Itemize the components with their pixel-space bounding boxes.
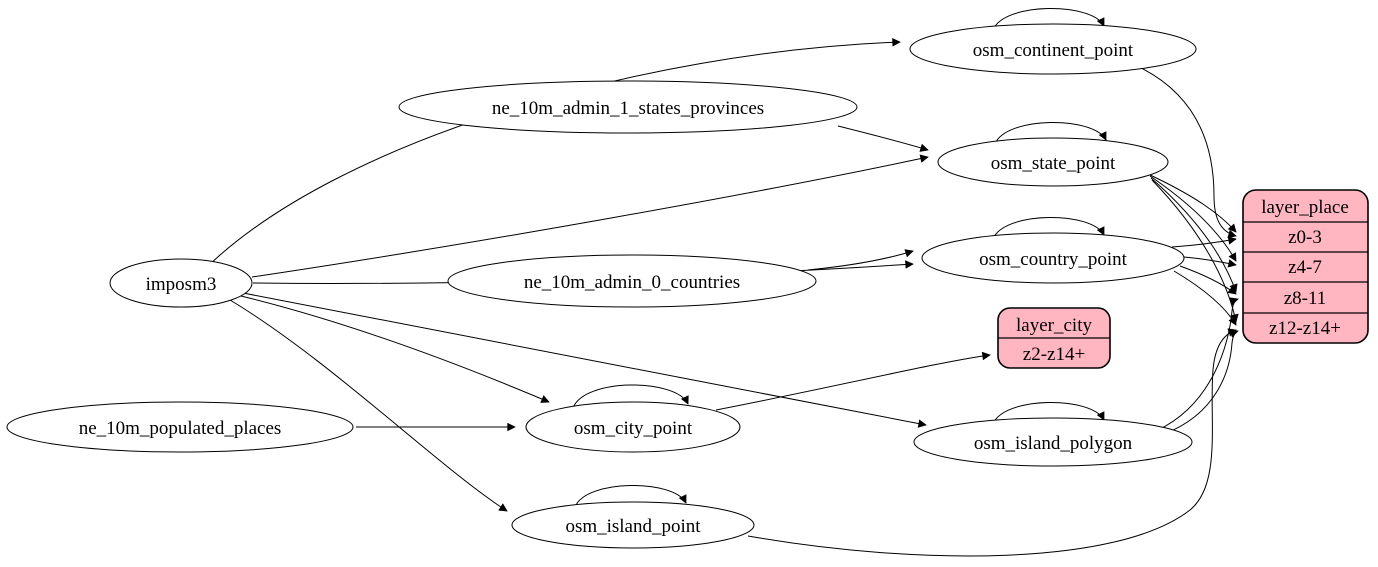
osm_state_point-shape: [937, 137, 1169, 187]
edge-osm_state_point-z12-z14: [1151, 179, 1239, 323]
edge-osm_state_point-z8-11: [1150, 177, 1238, 293]
node-osm_city_point: osm_city_point: [525, 401, 741, 453]
layer_city-row-z2-z14: z2-z14+: [1023, 344, 1085, 365]
imposm3-label: imposm3: [146, 274, 217, 295]
edge-osm_island_polygon-z12-z14: [1163, 329, 1239, 435]
edge-osm_country_point-z8-11: [1179, 265, 1237, 295]
ne_10m_populated_places-shape: [6, 401, 354, 453]
layer_place-row-z0-3: z0-3: [1288, 227, 1322, 248]
ne_10m_populated_places-label: ne_10m_populated_places: [79, 418, 282, 439]
layer_place-row-z12-z14: z12-z14+: [1269, 318, 1341, 339]
edge-osm_state_point-z4-7: [1149, 175, 1237, 262]
osm_continent_point-shape: [909, 23, 1197, 75]
osm_island_polygon-shape: [913, 417, 1193, 467]
edge-selfloop-osm_island_polygon: [992, 401, 1105, 425]
node-osm_island_point: osm_island_point: [511, 501, 755, 549]
edges-group: [207, 7, 1239, 557]
layer_city-title: layer_city: [1016, 315, 1092, 336]
ne_10m_admin_0_countries-shape: [447, 254, 817, 308]
node-ne_10m_admin_0_countries: ne_10m_admin_0_countries: [447, 254, 817, 308]
edge-osm_city_point-layer_city-z2: [715, 351, 991, 411]
osm_continent_point-label: osm_continent_point: [973, 40, 1134, 61]
osm_city_point-shape: [525, 401, 741, 453]
osm_island_point-label: osm_island_point: [565, 516, 701, 537]
edge-selfloop-osm_state_point: [994, 121, 1107, 145]
edge-imposm3-osm_island_polygon: [242, 292, 927, 428]
osm_island_point-shape: [511, 501, 755, 549]
osm_country_point-shape: [921, 232, 1185, 284]
node-ne_10m_populated_places: ne_10m_populated_places: [6, 401, 354, 453]
imposm3-shape: [109, 258, 253, 308]
edge-osm_island_point-z12-z14: [747, 328, 1237, 557]
ne_10m_admin_1_states_provinces-label: ne_10m_admin_1_states_provinces: [492, 98, 764, 119]
node-osm_state_point: osm_state_point: [937, 137, 1169, 187]
edge-osm_country_point-z4-7: [1183, 256, 1237, 268]
node-osm_country_point: osm_country_point: [921, 232, 1185, 284]
edge-imposm3-osm_city_point: [240, 295, 550, 403]
osm_state_point-label: osm_state_point: [991, 153, 1116, 174]
edge-selfloop-osm_country_point: [992, 216, 1105, 240]
edge-osm_country_point-z0-3: [1171, 236, 1237, 248]
edge-imposm3-osm_continent_point: [207, 38, 901, 267]
osm_city_point-label: osm_city_point: [574, 418, 693, 439]
ne_10m_admin_1_states_provinces-shape: [398, 80, 858, 134]
edge-selfloop-osm_continent_point: [992, 7, 1105, 31]
edge-osm_continent_point-z0-3: [1134, 64, 1237, 238]
node-layer_place: layer_place z0-3 z4-7 z8-11 z12-z14+: [1242, 189, 1369, 344]
node-imposm3: imposm3: [109, 258, 253, 308]
osm_island_polygon-label: osm_island_polygon: [974, 433, 1133, 454]
layer_place-row-z4-7: z4-7: [1288, 257, 1322, 278]
edge-ne_10m_admin_1_states_provinces-osm_state_point: [837, 125, 929, 152]
layer_place-row-z8-11: z8-11: [1284, 288, 1327, 309]
node-ne_10m_admin_1_states_provinces: ne_10m_admin_1_states_provinces: [398, 80, 858, 134]
layer_place-title: layer_place: [1261, 197, 1349, 218]
layer_place-shape: [1242, 189, 1369, 344]
node-osm_continent_point: osm_continent_point: [909, 23, 1197, 75]
edge-osm_island_polygon-z8-11: [1157, 297, 1239, 431]
edge-osm_state_point-z0-3: [1147, 173, 1237, 233]
edge-osm_country_point-z12-z14: [1173, 270, 1237, 326]
ne_10m_admin_0_countries-label: ne_10m_admin_0_countries: [524, 272, 740, 293]
edge-selfloop-osm_island_point: [574, 484, 687, 508]
node-osm_island_polygon: osm_island_polygon: [913, 417, 1193, 467]
edge-imposm3-osm_state_point: [251, 154, 929, 278]
edge-imposm3-osm_island_point: [229, 299, 508, 512]
node-layer_city: layer_city z2-z14+: [997, 307, 1111, 369]
osm_country_point-label: osm_country_point: [979, 249, 1127, 270]
edge-ne_10m_admin_0_countries-osm_country_point: [807, 249, 914, 271]
edge-selfloop-osm_city_point: [572, 384, 689, 409]
